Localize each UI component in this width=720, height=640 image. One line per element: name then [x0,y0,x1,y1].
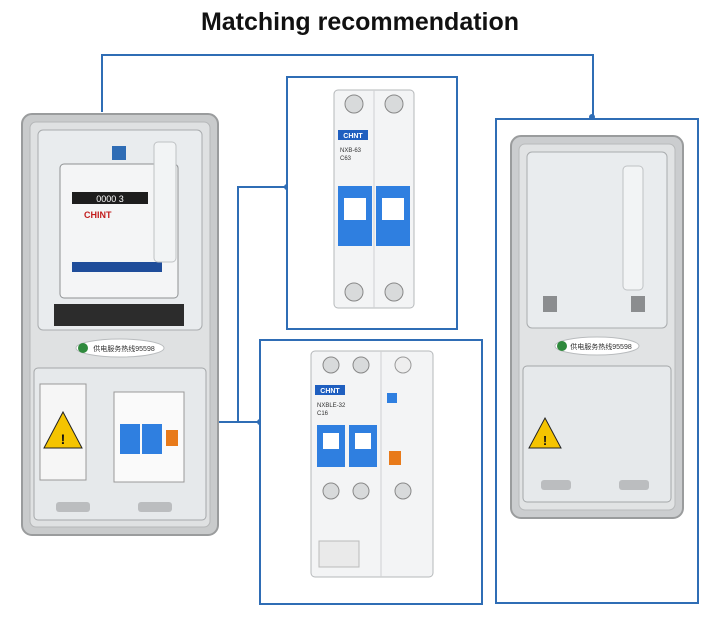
breaker-2p-illustration: CHNT NXB-63 C63 [333,89,415,309]
svg-text:!: ! [61,431,66,447]
breaker-2p-rating: C63 [340,156,352,162]
meter-brand: CHINT [84,210,112,220]
connector-right-vertical [592,54,594,118]
svg-text:!: ! [543,433,547,448]
connector-branch-top [237,186,288,188]
page-title: Matching recommendation [200,8,520,36]
meter-digits: 0000 3 [96,194,124,204]
connector-branch-bottom [237,421,260,423]
rcbo-rating: C16 [317,411,329,417]
meter-box-product: 0000 3 CHINT 供电服务热线95598 ! [20,112,220,537]
connector-branch-middle [218,421,239,423]
breaker-2p-model: NXB-63 [340,148,362,154]
connector-branch-vertical [237,186,239,423]
empty-box-illustration: 供电服务热线95598 ! [510,135,684,519]
empty-box-hotline: 供电服务热线95598 [570,342,632,351]
empty-box-frame: 供电服务热线95598 ! [495,118,699,604]
rcbo-illustration: CHNT NXBLE-32 C16 [310,350,434,578]
connector-left-vertical [101,54,103,112]
rcbo-model: NXBLE-32 [317,403,346,409]
breaker-2p-brand: CHNT [343,133,363,140]
rcbo-frame: CHNT NXBLE-32 C16 [259,339,483,605]
connector-dot-right [589,114,595,120]
breaker-2p-frame: CHNT NXB-63 C63 [286,76,458,330]
connector-top-horizontal [101,54,594,56]
meter-hotline: 供电服务热线95598 [93,344,155,353]
rcbo-brand: CHNT [320,388,340,395]
meter-box-illustration: 0000 3 CHINT 供电服务热线95598 ! [21,113,219,536]
